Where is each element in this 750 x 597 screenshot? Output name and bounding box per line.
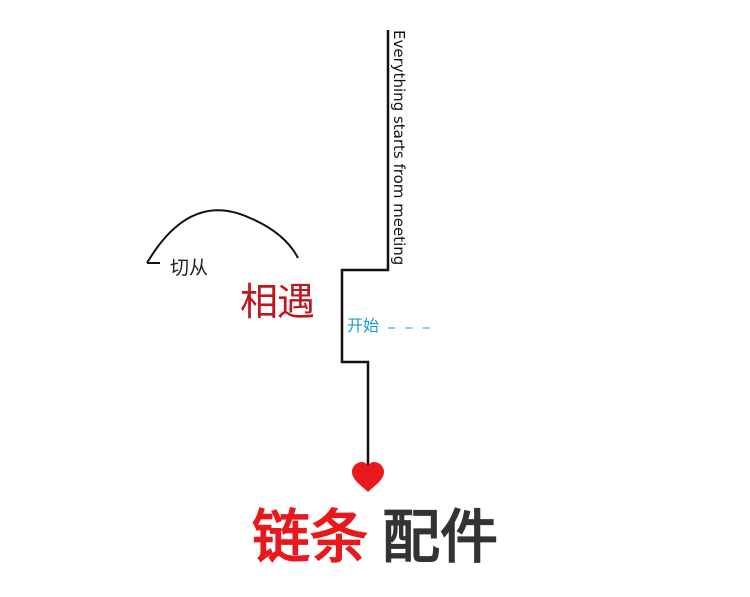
start-dashes: _ _ _ xyxy=(388,313,433,329)
heart-icon xyxy=(352,462,384,492)
title-dark-part: 配件 xyxy=(382,503,499,571)
highlight-word: 相遇 xyxy=(240,280,315,324)
arc-label: 切从 xyxy=(170,257,209,279)
step-line xyxy=(340,30,390,470)
vertical-caption: Everything starts from meeting xyxy=(390,30,408,266)
page-title: 链条配件 xyxy=(0,508,750,566)
arc-line xyxy=(146,209,299,264)
start-label: 开始 xyxy=(347,316,380,335)
title-red-part: 链条 xyxy=(251,503,368,571)
